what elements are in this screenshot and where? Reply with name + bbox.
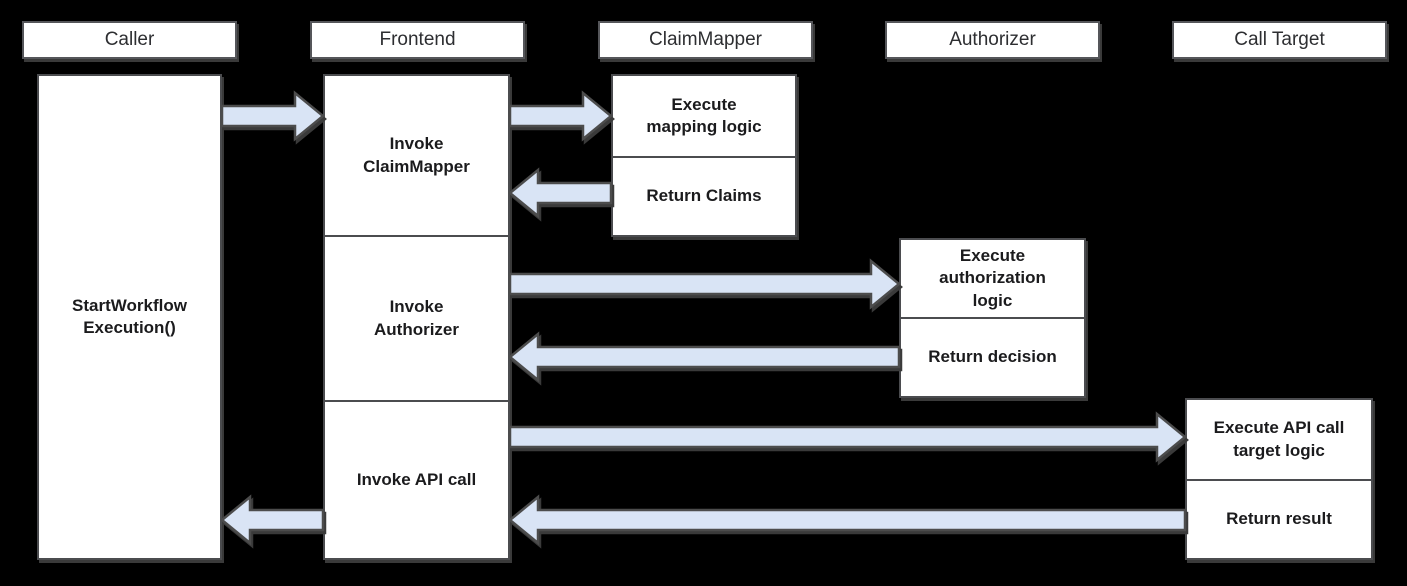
lifeline-header-caller-label: Caller bbox=[104, 29, 155, 50]
step-invoke-claimmapper: Invoke ClaimMapper bbox=[363, 134, 470, 176]
segment-divider bbox=[1187, 479, 1371, 481]
arrow-frontend-to-claimmapper bbox=[508, 90, 613, 142]
arrow-claimmapper-to-frontend bbox=[508, 167, 613, 219]
arrow-frontend-to-authorizer bbox=[508, 258, 901, 310]
lifeline-header-claimmapper-label: ClaimMapper bbox=[649, 29, 762, 50]
arrow-authorizer-to-frontend bbox=[508, 331, 901, 383]
step-invoke-api-call: Invoke API call bbox=[356, 469, 477, 489]
activation-claimmapper: Execute mapping logic Return Claims bbox=[611, 74, 797, 237]
segment-divider bbox=[325, 235, 508, 237]
lifeline-header-authorizer: Authorizer bbox=[885, 21, 1100, 59]
activation-authorizer: Execute authorization logic Return decis… bbox=[899, 238, 1086, 398]
activation-caller: StartWorkflow Execution() bbox=[37, 74, 222, 560]
lifeline-header-caller: Caller bbox=[22, 21, 237, 59]
lifeline-header-calltarget: Call Target bbox=[1172, 21, 1387, 59]
lifeline-header-frontend-label: Frontend bbox=[379, 29, 456, 50]
step-return-decision: Return decision bbox=[928, 347, 1057, 367]
arrow-frontend-to-call-target bbox=[508, 411, 1187, 463]
step-execute-api-call-target-logic: Execute API call target logic bbox=[1213, 418, 1345, 460]
step-return-claims: Return Claims bbox=[646, 186, 762, 206]
lifeline-header-calltarget-label: Call Target bbox=[1234, 29, 1325, 50]
activation-frontend: Invoke ClaimMapper Invoke Authorizer Inv… bbox=[323, 74, 510, 560]
arrow-call-target-to-frontend bbox=[508, 494, 1187, 546]
activation-calltarget: Execute API call target logic Return res… bbox=[1185, 398, 1373, 560]
lifeline-header-authorizer-label: Authorizer bbox=[949, 29, 1036, 50]
segment-divider bbox=[613, 156, 795, 158]
step-startworkflowexecution: StartWorkflow Execution() bbox=[72, 295, 187, 337]
step-return-result: Return result bbox=[1226, 509, 1332, 529]
lifeline-header-claimmapper: ClaimMapper bbox=[598, 21, 813, 59]
lifeline-header-frontend: Frontend bbox=[310, 21, 525, 59]
step-execute-mapping-logic: Execute mapping logic bbox=[646, 94, 762, 136]
arrow-frontend-to-caller bbox=[220, 494, 325, 546]
step-invoke-authorizer: Invoke Authorizer bbox=[374, 297, 459, 339]
segment-divider bbox=[901, 317, 1084, 319]
step-execute-authorization-logic: Execute authorization logic bbox=[939, 246, 1046, 310]
arrow-caller-to-frontend bbox=[220, 90, 325, 142]
segment-divider bbox=[325, 400, 508, 402]
